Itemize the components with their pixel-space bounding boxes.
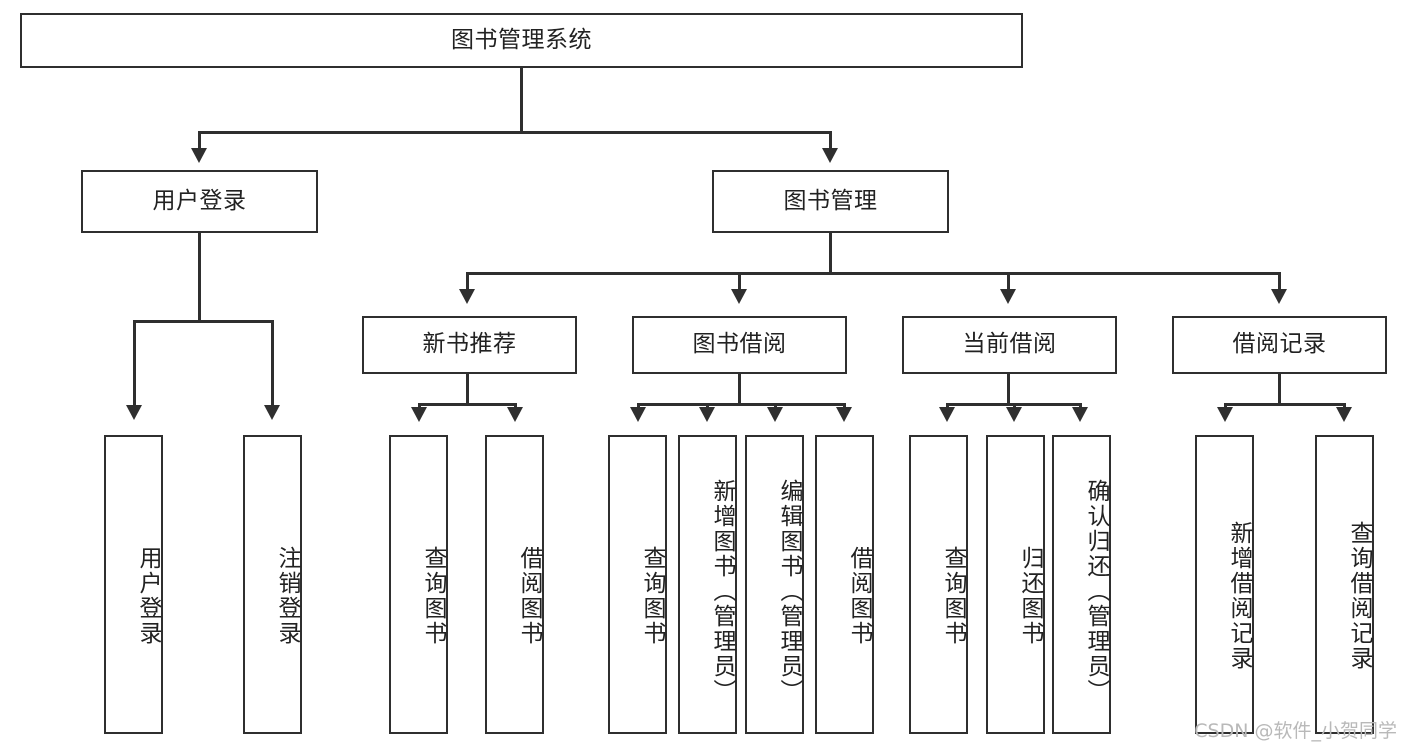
arrow-to-leaf-query-book-2 (630, 407, 646, 422)
node-book-borrow-label: 图书借阅 (692, 331, 787, 358)
node-user-login-label: 用户登录 (152, 187, 247, 214)
node-leaf-borrow-book-1[interactable]: 借阅图书 (485, 435, 544, 734)
arrow-to-leaf-return-book (1006, 407, 1022, 422)
edge-bb-drop-4 (843, 403, 846, 409)
node-book-borrow[interactable]: 图书借阅 (632, 316, 847, 374)
node-leaf-user-login-label: 用户登录 (135, 545, 161, 646)
arrow-to-leaf-edit-book (767, 407, 783, 422)
edge-bm-drop-4 (1278, 272, 1281, 291)
node-leaf-logout-login-label: 注销登录 (274, 545, 300, 646)
arrow-to-new-book-recommend (459, 289, 475, 304)
edge-user-login-drop-1 (133, 320, 136, 407)
node-borrow-record-label: 借阅记录 (1232, 331, 1327, 358)
edge-user-login-drop-2 (271, 320, 274, 407)
edge-user-login-bus (133, 320, 272, 323)
node-leaf-confirm-return-label: 确认归还（管理员） (1083, 479, 1109, 704)
node-current-borrow-label: 当前借阅 (962, 331, 1057, 358)
arrow-to-leaf-borrow-book-2 (836, 407, 852, 422)
node-borrow-record[interactable]: 借阅记录 (1172, 316, 1387, 374)
node-leaf-query-borrow-record[interactable]: 查询借阅记录 (1315, 435, 1374, 734)
node-leaf-confirm-return[interactable]: 确认归还（管理员） (1052, 435, 1111, 734)
arrow-to-leaf-add-borrow-record (1217, 407, 1233, 422)
node-leaf-add-book[interactable]: 新增图书（管理员） (678, 435, 737, 734)
node-leaf-query-book-2[interactable]: 查询图书 (608, 435, 667, 734)
node-leaf-query-book-1-label: 查询图书 (420, 545, 446, 646)
arrow-to-leaf-query-book-3 (939, 407, 955, 422)
arrow-to-borrow-record (1271, 289, 1287, 304)
edge-br-bus (1224, 403, 1345, 406)
edge-cb-drop-1 (946, 403, 949, 409)
node-leaf-query-book-2-label: 查询图书 (639, 545, 665, 646)
arrow-to-leaf-logout-login (264, 405, 280, 420)
edge-root-to-user-login (198, 131, 201, 150)
arrow-root-to-book-management (822, 148, 838, 163)
arrow-to-leaf-query-borrow-record (1336, 407, 1352, 422)
arrow-root-to-user-login (191, 148, 207, 163)
edge-bm-drop-2 (738, 272, 741, 291)
edge-bb-drop-1 (637, 403, 640, 409)
node-new-book-recommend-label: 新书推荐 (422, 331, 517, 358)
node-current-borrow[interactable]: 当前借阅 (902, 316, 1117, 374)
node-user-login[interactable]: 用户登录 (81, 170, 318, 233)
edge-bb-drop-3 (774, 403, 777, 409)
arrow-to-leaf-add-book (699, 407, 715, 422)
arrow-to-leaf-query-book-1 (411, 407, 427, 422)
edge-user-login-stem (198, 233, 201, 321)
node-leaf-query-book-1[interactable]: 查询图书 (389, 435, 448, 734)
node-leaf-add-book-label: 新增图书（管理员） (709, 479, 735, 704)
arrow-to-current-borrow (1000, 289, 1016, 304)
node-leaf-borrow-book-1-label: 借阅图书 (516, 545, 542, 646)
edge-bb-stem (738, 374, 741, 404)
edge-root-stem (520, 68, 523, 132)
edge-bm-drop-3 (1007, 272, 1010, 291)
node-leaf-query-borrow-record-label: 查询借阅记录 (1346, 520, 1372, 671)
edge-br-drop-1 (1224, 403, 1227, 409)
edge-cb-stem (1007, 374, 1010, 404)
node-leaf-add-borrow-record-label: 新增借阅记录 (1226, 520, 1252, 671)
node-leaf-edit-book[interactable]: 编辑图书（管理员） (745, 435, 804, 734)
edge-bb-drop-2 (706, 403, 709, 409)
arrow-to-leaf-user-login (126, 405, 142, 420)
edge-bm-drop-1 (466, 272, 469, 291)
node-leaf-borrow-book-2[interactable]: 借阅图书 (815, 435, 874, 734)
edge-cb-drop-3 (1079, 403, 1082, 409)
node-book-management-label: 图书管理 (783, 187, 878, 214)
arrow-to-leaf-confirm-return (1072, 407, 1088, 422)
edge-bb-bus (637, 403, 845, 406)
arrow-to-book-borrow (731, 289, 747, 304)
node-leaf-return-book-label: 归还图书 (1017, 545, 1043, 646)
edge-nbr-drop-1 (418, 403, 421, 409)
edge-cb-drop-2 (1013, 403, 1016, 409)
node-leaf-add-borrow-record[interactable]: 新增借阅记录 (1195, 435, 1254, 734)
node-root-label: 图书管理系统 (451, 26, 592, 53)
edge-nbr-drop-2 (514, 403, 517, 409)
edge-nbr-stem (466, 374, 469, 404)
node-leaf-query-book-3[interactable]: 查询图书 (909, 435, 968, 734)
edge-br-drop-2 (1343, 403, 1346, 409)
edge-root-to-book-management (829, 131, 832, 150)
node-leaf-borrow-book-2-label: 借阅图书 (846, 545, 872, 646)
node-book-management[interactable]: 图书管理 (712, 170, 949, 233)
node-leaf-edit-book-label: 编辑图书（管理员） (776, 479, 802, 704)
edge-book-management-stem (829, 233, 832, 273)
csdn-watermark: CSDN @软件_小贺同学 (1194, 720, 1397, 742)
edge-nbr-bus (418, 403, 516, 406)
edge-book-management-bus (466, 272, 1280, 275)
node-leaf-query-book-3-label: 查询图书 (940, 545, 966, 646)
node-leaf-return-book[interactable]: 归还图书 (986, 435, 1045, 734)
edge-br-stem (1278, 374, 1281, 404)
node-new-book-recommend[interactable]: 新书推荐 (362, 316, 577, 374)
node-root[interactable]: 图书管理系统 (20, 13, 1023, 68)
arrow-to-leaf-borrow-book-1 (507, 407, 523, 422)
edge-root-bus (198, 131, 831, 134)
node-leaf-user-login[interactable]: 用户登录 (104, 435, 163, 734)
node-leaf-logout-login[interactable]: 注销登录 (243, 435, 302, 734)
